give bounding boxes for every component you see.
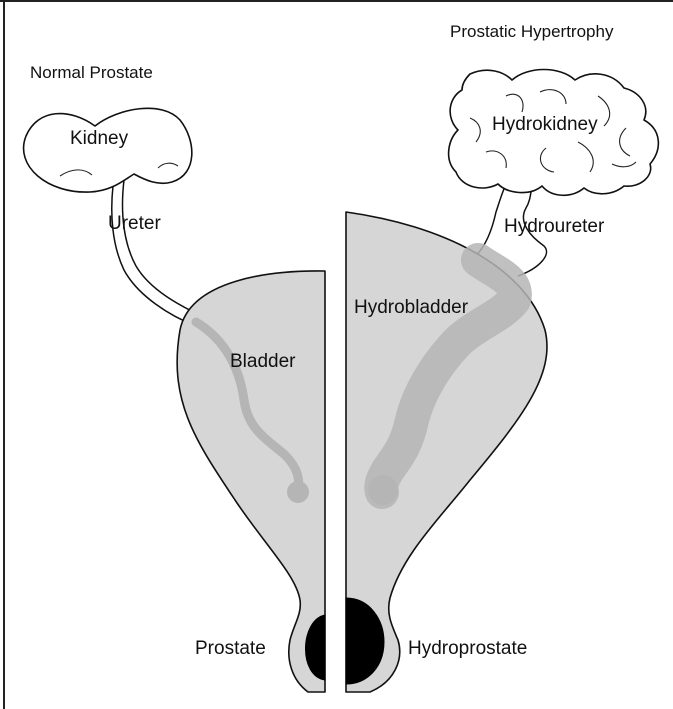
normal-kidney bbox=[24, 108, 192, 192]
normal-side bbox=[24, 108, 325, 692]
normal-bladder bbox=[177, 271, 325, 692]
label-hydroureter: Hydroureter bbox=[504, 216, 605, 237]
hypertrophy-side bbox=[346, 70, 658, 693]
label-bladder: Bladder bbox=[230, 351, 296, 372]
label-hydrobladder: Hydrobladder bbox=[354, 297, 469, 318]
normal-ureter bbox=[112, 180, 206, 326]
label-prostate: Prostate bbox=[195, 638, 266, 659]
label-ureter: Ureter bbox=[108, 213, 161, 234]
heading-normal-prostate: Normal Prostate bbox=[30, 63, 153, 82]
label-hydroprostate: Hydroprostate bbox=[408, 638, 527, 659]
label-kidney: Kidney bbox=[70, 128, 129, 149]
heading-prostatic-hypertrophy: Prostatic Hypertrophy bbox=[450, 22, 614, 41]
label-hydrokidney: Hydrokidney bbox=[492, 114, 598, 135]
